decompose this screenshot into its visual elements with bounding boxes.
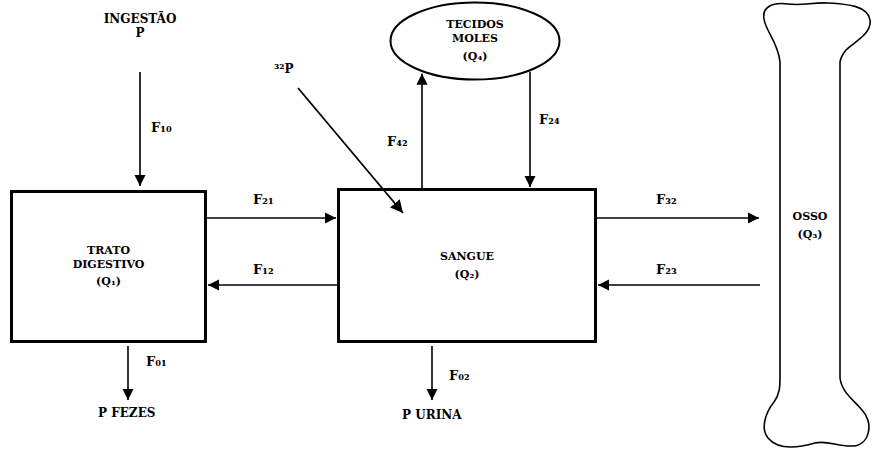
flow-label: F₃₂	[655, 192, 678, 208]
intake-arrow	[139, 72, 141, 186]
intake-label: INGESTÃO P	[98, 12, 182, 41]
flow-arrow	[529, 72, 531, 187]
quantity-symbol: (Q₄)	[463, 50, 488, 64]
flow-arrow	[598, 284, 760, 286]
flow-label: F₂₄	[538, 112, 561, 128]
flow-label: F₁₀	[150, 120, 173, 136]
compartment-box: TRATO DIGESTIVO (Q₁)	[10, 190, 207, 343]
compartment-ellipse: TECIDOS MOLES (Q₄)	[389, 1, 561, 81]
flow-label: F₀₂	[448, 368, 471, 384]
tracer-label: ³²P	[274, 62, 294, 76]
compartment-box: SANGUE (Q₂)	[337, 188, 597, 343]
compartment-name: TRATO DIGESTIVO	[64, 244, 154, 272]
bone-compartment: OSSO (Q₃)	[760, 0, 873, 451]
flow-label: F₁₂	[252, 262, 275, 278]
flow-label: F₀₁	[145, 354, 168, 370]
quantity-symbol: (Q₃)	[798, 228, 823, 242]
quantity-symbol: (Q₂)	[455, 268, 480, 282]
compartment-name: TECIDOS MOLES	[435, 18, 515, 46]
output-label: P URINA	[402, 408, 462, 422]
flow-arrow	[207, 217, 336, 219]
output-label: P FEZES	[98, 406, 155, 420]
flow-arrow	[208, 284, 337, 286]
flow-arrow	[597, 217, 759, 219]
flow-label: F₂₃	[655, 262, 678, 278]
flow-label: F₂₁	[252, 192, 275, 208]
flow-label: F₄₂	[386, 134, 409, 150]
bone-outline	[760, 0, 873, 451]
quantity-symbol: (Q₁)	[96, 275, 121, 289]
compartment-name: SANGUE	[440, 250, 494, 264]
tracer-arrow	[298, 88, 403, 213]
compartment-name: OSSO	[793, 210, 828, 224]
urine-arrow	[431, 346, 433, 400]
feces-arrow	[127, 346, 129, 400]
flow-arrow	[421, 74, 423, 188]
